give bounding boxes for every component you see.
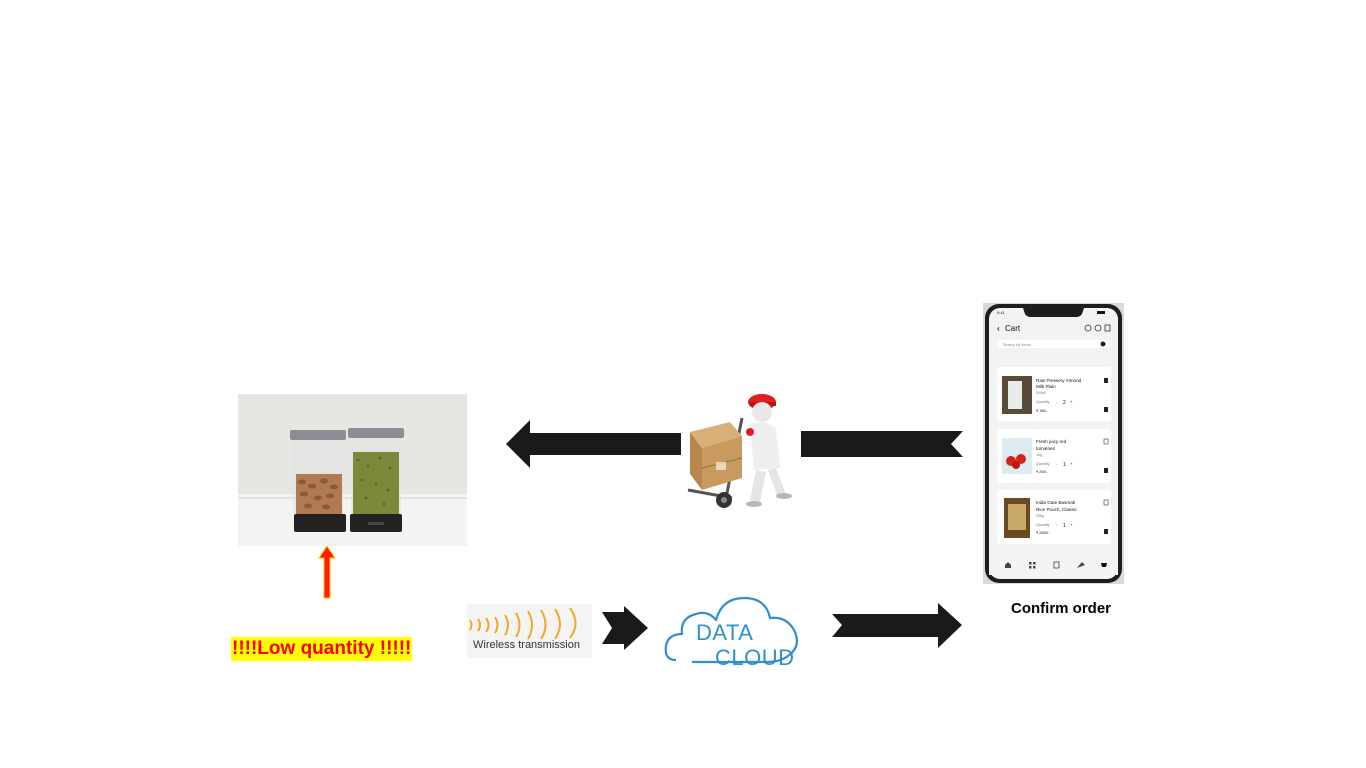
quantity-value: 2	[1063, 400, 1066, 406]
wireless-signal-icon	[469, 607, 577, 640]
item-price: ₹ 2400/-	[1036, 531, 1050, 535]
quantity-label: Quantity	[1036, 523, 1050, 527]
quantity-label: Quantity	[1036, 400, 1050, 404]
quantity-label: Quantity	[1036, 462, 1050, 466]
right-arrow-icon	[832, 603, 962, 648]
item-name: tomatoes	[1036, 446, 1056, 451]
search-icon[interactable]	[1084, 324, 1092, 332]
cart-icon[interactable]	[1101, 563, 1107, 567]
bookmark-icon[interactable]	[1103, 499, 1109, 506]
home-icon[interactable]	[1005, 562, 1011, 568]
left-arrow-icon	[506, 420, 681, 468]
phone-time: 9:41	[997, 310, 1006, 315]
cloud-label-line2: CLOUD	[715, 645, 795, 670]
item-price: ₹ 150/-	[1036, 409, 1048, 413]
categories-icon[interactable]	[1029, 562, 1036, 569]
quantity-minus[interactable]: -	[1056, 461, 1058, 466]
item-name: Rice Pouch, Classic	[1036, 507, 1078, 512]
orders-icon[interactable]	[1053, 561, 1060, 569]
quantity-minus[interactable]: -	[1056, 399, 1058, 404]
up-arrow-icon	[318, 545, 336, 599]
low-quantity-alert: !!!!Low quantity !!!!!	[231, 637, 413, 661]
delivery-icon[interactable]	[1077, 562, 1085, 568]
quantity-minus[interactable]: -	[1056, 522, 1058, 527]
cloud-icon	[664, 596, 799, 664]
item-price: ₹ 200/-	[1036, 470, 1048, 474]
item-name: Fresh juicy red	[1036, 439, 1067, 444]
item-name: Raw Pressery Almond	[1036, 378, 1082, 383]
cart-title: Cart	[1005, 324, 1021, 333]
cloud-label-line1: DATA	[696, 620, 754, 645]
trash-icon[interactable]	[1104, 468, 1108, 473]
left-arrow-icon	[801, 431, 963, 457]
notification-icon[interactable]	[1094, 324, 1102, 332]
wireless-transmission-label: Wireless transmission	[473, 639, 580, 651]
phone-back-chevron-icon[interactable]: ‹	[997, 324, 1000, 333]
quantity-plus[interactable]: +	[1070, 522, 1073, 527]
search-input[interactable]	[997, 340, 1109, 348]
item-size: 200ml	[1036, 391, 1046, 395]
delivery-person-icon	[687, 394, 792, 508]
trash-icon[interactable]	[1104, 407, 1108, 412]
confirm-order-label: Confirm order	[1011, 600, 1112, 617]
item-name: Milk Plain	[1036, 384, 1056, 389]
bookmark-icon[interactable]	[1103, 438, 1109, 445]
bookmark-icon[interactable]	[1104, 324, 1111, 332]
bookmark-icon[interactable]	[1104, 378, 1108, 383]
quantity-plus[interactable]: +	[1070, 461, 1073, 466]
search-placeholder: Search for items...	[1003, 343, 1034, 347]
quantity-value: 1	[1063, 523, 1066, 529]
item-size: 25kg	[1036, 514, 1044, 518]
storage-jars-image	[238, 394, 467, 546]
phone-icon: 9:41 ‹ Cart Search for items... Raw Pres…	[983, 303, 1124, 584]
item-size: 1kg	[1036, 453, 1042, 457]
right-arrow-icon	[602, 606, 648, 650]
quantity-plus[interactable]: +	[1070, 399, 1073, 404]
item-name: India Gate Basmati	[1036, 500, 1075, 505]
quantity-value: 1	[1063, 462, 1066, 468]
trash-icon[interactable]	[1104, 529, 1108, 534]
